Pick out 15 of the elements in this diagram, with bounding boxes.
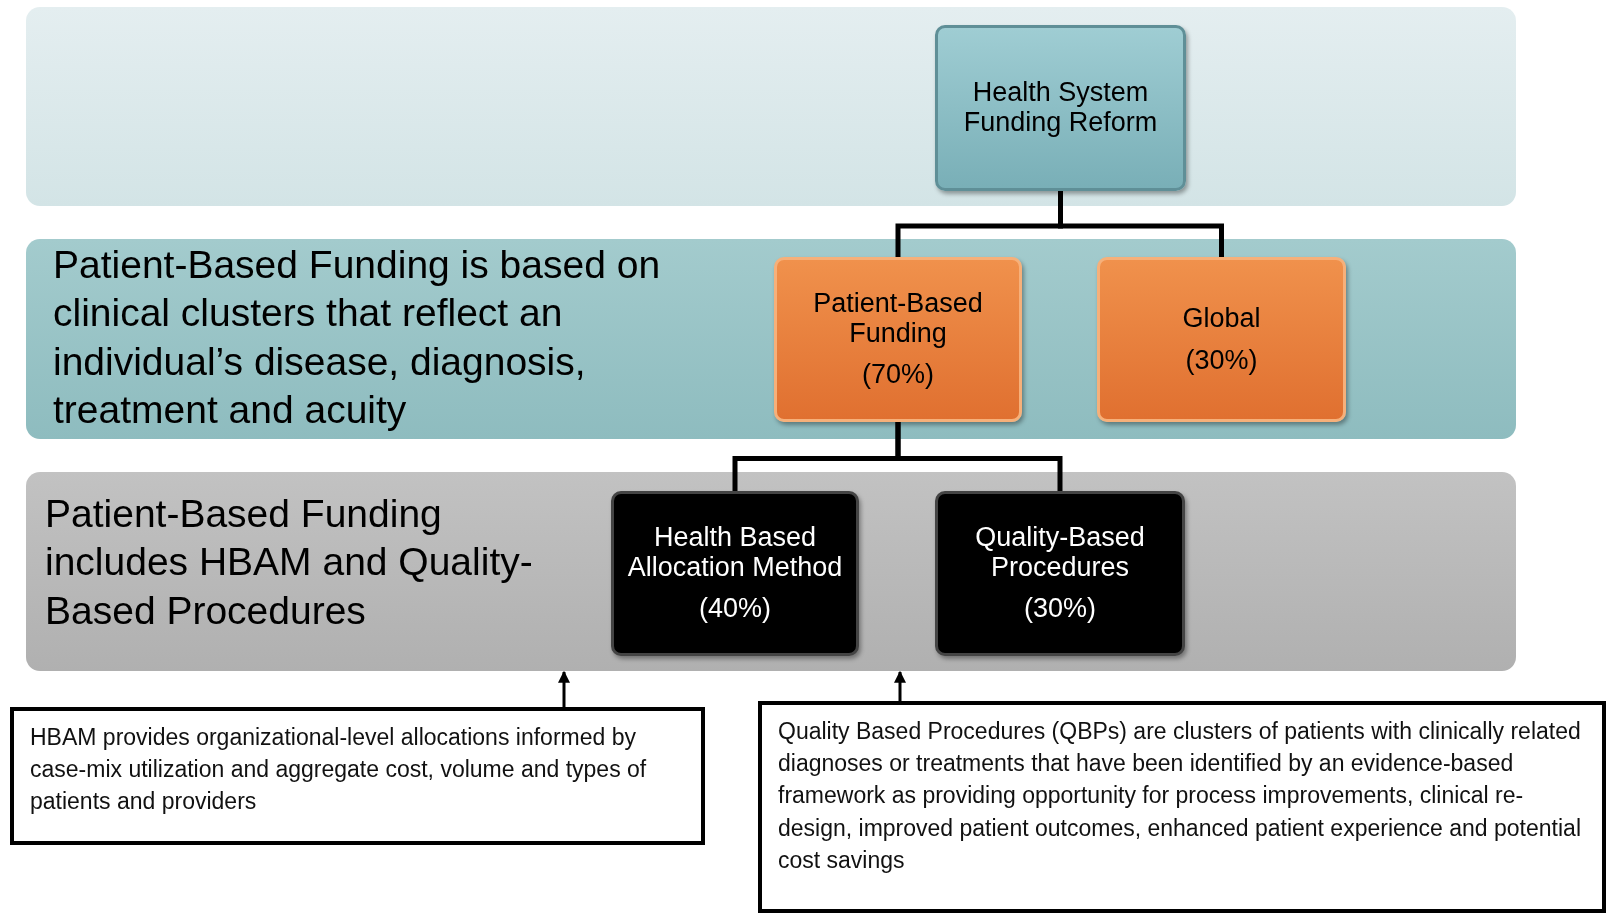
band-text: Patient-Based Funding is based on clinical clusters that reflect an individual’s disease, diagnosis, treatment and acuity bbox=[53, 242, 662, 434]
process-box: Global (30%) bbox=[1097, 257, 1346, 422]
process-box: Patient-Based Funding (70%) bbox=[774, 257, 1022, 422]
arrow bbox=[894, 670, 906, 701]
band-text: Patient-Based Funding includes HBAM and Quality-Based Procedures bbox=[45, 491, 534, 634]
process-box: Quality-Based Procedures (30%) bbox=[935, 491, 1185, 656]
connector-line bbox=[895, 422, 1063, 491]
note-box: Quality Based Procedures (QBPs) are clusters of patients with clinically related diagnoses or treatments that have been identified by an evidence-based framework as providing opportunity for process improvements, clinical re-design, improved patient outcomes, enhanced patient experience and potential cost savings bbox=[758, 701, 1606, 913]
note-box: HBAM provides organizational-level allocations informed by case-mix utilization and aggregate cost, volume and types of patients and providers bbox=[10, 707, 705, 845]
band-panel bbox=[26, 7, 1516, 206]
arrow bbox=[558, 670, 570, 707]
process-box: Health Based Allocation Method (40%) bbox=[611, 491, 859, 656]
band-panel bbox=[26, 239, 1516, 439]
process-box: Health System Funding Reform bbox=[935, 25, 1186, 191]
band-panel bbox=[26, 472, 1516, 671]
